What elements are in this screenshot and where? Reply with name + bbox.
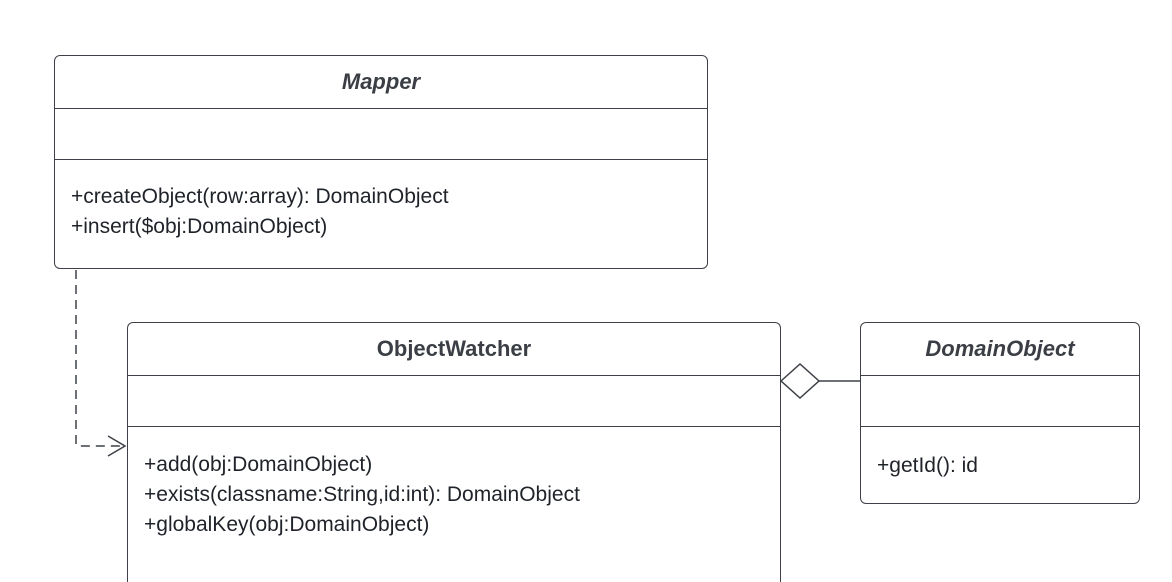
dependency-arrow (75, 270, 127, 457)
operation: +exists(classname:String,id:int): Domain… (144, 483, 580, 506)
attributes-compartment (861, 376, 1139, 427)
class-name: DomainObject (861, 323, 1139, 376)
aggregation-connector (779, 362, 860, 400)
operation: +insert($obj:DomainObject) (71, 215, 328, 238)
class-domain-object[interactable]: DomainObject +getId(): id (860, 322, 1140, 504)
class-object-watcher[interactable]: ObjectWatcher +add(obj:DomainObject) +ex… (127, 322, 781, 582)
class-name: Mapper (55, 56, 707, 109)
class-mapper[interactable]: Mapper +createObject(row:array): DomainO… (54, 55, 708, 269)
attributes-compartment (128, 376, 780, 427)
operation: +globalKey(obj:DomainObject) (144, 513, 430, 536)
operation: +createObject(row:array): DomainObject (71, 185, 449, 208)
aggregation-diamond (779, 362, 821, 400)
attributes-compartment (55, 109, 707, 160)
operations-compartment: +createObject(row:array): DomainObject +… (55, 160, 707, 242)
class-name: ObjectWatcher (128, 323, 780, 376)
operations-compartment: +add(obj:DomainObject) +exists(classname… (128, 427, 780, 540)
operations-compartment: +getId(): id (861, 427, 1139, 481)
operation: +add(obj:DomainObject) (144, 453, 373, 476)
relationship-connectors (75, 270, 860, 457)
operation: +getId(): id (877, 454, 978, 477)
